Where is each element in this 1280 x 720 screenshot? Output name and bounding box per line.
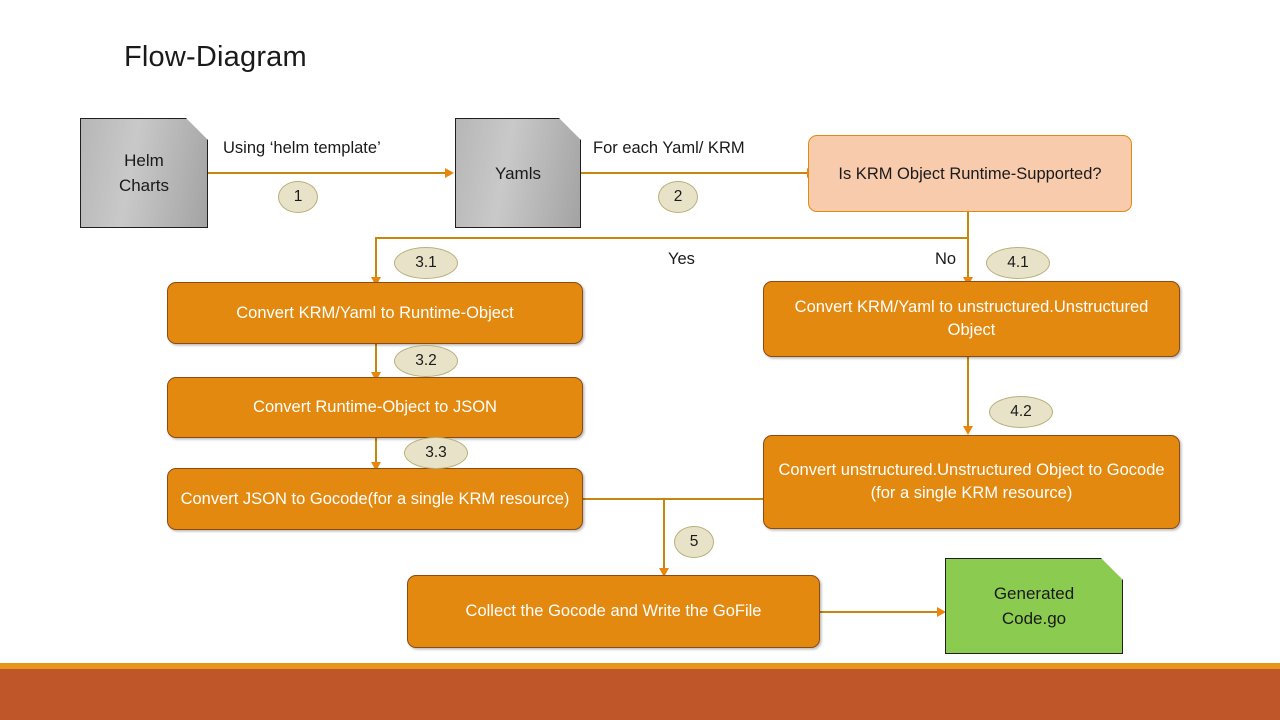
badge-step-2-label: 2 bbox=[673, 188, 683, 206]
node-step-3-3-convert-json-to-gocode[interactable]: Convert JSON to Gocode(for a single KRM … bbox=[167, 468, 583, 530]
edge-label-no: No bbox=[935, 250, 957, 268]
node-step-3-1-label: Convert KRM/Yaml to Runtime-Object bbox=[236, 303, 514, 322]
badge-step-4-1-label: 4.1 bbox=[1007, 254, 1029, 272]
connector-step41-to-step42 bbox=[967, 357, 969, 431]
arrowhead-step31-to-step32 bbox=[371, 372, 381, 381]
connector-merge-bar bbox=[582, 498, 764, 500]
arrowhead-step41-to-step42 bbox=[963, 426, 973, 435]
node-step-4-1-convert-krm-to-unstructured[interactable]: Convert KRM/Yaml to unstructured.Unstruc… bbox=[763, 281, 1180, 357]
arrowhead-step32-to-step33 bbox=[371, 462, 381, 471]
badge-step-3-3: 3.3 bbox=[404, 437, 468, 469]
edge-label-yes: Yes bbox=[668, 250, 695, 268]
node-step-3-2-label: Convert Runtime-Object to JSON bbox=[253, 398, 497, 416]
node-yamls[interactable]: Yamls bbox=[455, 118, 581, 228]
footer-accent-strip bbox=[0, 663, 1280, 669]
node-yamls-label: Yamls bbox=[495, 163, 541, 183]
badge-step-3-2: 3.2 bbox=[394, 345, 458, 377]
connector-decision-stem bbox=[967, 212, 969, 238]
node-generated-code-label-line2: Code.go bbox=[1001, 609, 1067, 628]
node-helm-charts-label-line2: Charts bbox=[118, 176, 170, 195]
badge-step-3-2-label: 3.2 bbox=[415, 352, 437, 370]
node-generated-code-label-line1: Generated bbox=[993, 584, 1075, 603]
connector-step32-to-step33 bbox=[375, 437, 377, 469]
arrowhead-step5-to-generated bbox=[937, 607, 946, 617]
connector-helm-to-yamls bbox=[208, 172, 446, 174]
node-step-5-label: Collect the Gocode and Write the GoFile bbox=[465, 602, 762, 620]
connector-yamls-to-decision bbox=[580, 172, 808, 174]
footer-band bbox=[0, 669, 1280, 720]
badge-step-5: 5 bbox=[674, 526, 714, 558]
badge-step-3-1: 3.1 bbox=[394, 247, 458, 279]
connector-yes-drop bbox=[375, 237, 377, 282]
node-generated-code-go[interactable]: Generated Code.go bbox=[945, 558, 1123, 654]
node-decision-label: Is KRM Object Runtime-Supported? bbox=[838, 164, 1102, 183]
node-helm-charts-label-line1: Helm bbox=[124, 151, 164, 170]
badge-step-4-2: 4.2 bbox=[989, 396, 1053, 428]
node-step-4-2-convert-unstructured-to-gocode[interactable]: Convert unstructured.Unstructured Object… bbox=[763, 435, 1180, 529]
page-title: Flow-Diagram bbox=[124, 41, 307, 73]
edge-label-using-helm-template: Using ‘helm template’ bbox=[223, 139, 381, 157]
node-step-5-collect-gocode-write-gofile[interactable]: Collect the Gocode and Write the GoFile bbox=[407, 575, 820, 648]
connector-no-drop bbox=[967, 237, 969, 282]
badge-step-4-1: 4.1 bbox=[986, 247, 1050, 279]
badge-step-5-label: 5 bbox=[689, 533, 699, 551]
node-helm-charts[interactable]: Helm Charts bbox=[80, 118, 208, 228]
badge-step-3-3-label: 3.3 bbox=[425, 444, 447, 462]
connector-step5-to-generated bbox=[820, 611, 944, 613]
badge-step-4-2-label: 4.2 bbox=[1010, 403, 1032, 421]
connector-merge-drop bbox=[663, 498, 665, 575]
badge-step-2: 2 bbox=[658, 181, 698, 213]
badge-step-3-1-label: 3.1 bbox=[415, 254, 437, 272]
connector-step31-to-step32 bbox=[375, 344, 377, 378]
node-decision-krm-runtime-supported[interactable]: Is KRM Object Runtime-Supported? bbox=[808, 135, 1132, 212]
badge-step-1: 1 bbox=[278, 181, 318, 213]
arrowhead-yes-drop bbox=[371, 277, 381, 286]
badge-step-1-label: 1 bbox=[293, 188, 303, 206]
edge-label-for-each-yaml-krm: For each Yaml/ KRM bbox=[593, 139, 745, 157]
node-step-3-2-convert-runtime-object-to-json[interactable]: Convert Runtime-Object to JSON bbox=[167, 377, 583, 438]
node-step-3-1-convert-krm-to-runtime-object[interactable]: Convert KRM/Yaml to Runtime-Object bbox=[167, 282, 583, 344]
node-step-3-3-label: Convert JSON to Gocode(for a single KRM … bbox=[180, 489, 570, 508]
connector-branch-bar bbox=[375, 237, 969, 239]
node-step-4-2-label: Convert unstructured.Unstructured Object… bbox=[778, 461, 1165, 502]
arrowhead-helm-to-yamls bbox=[445, 168, 454, 178]
arrowhead-merge-drop bbox=[659, 568, 669, 577]
node-step-4-1-label: Convert KRM/Yaml to unstructured.Unstruc… bbox=[794, 298, 1149, 339]
